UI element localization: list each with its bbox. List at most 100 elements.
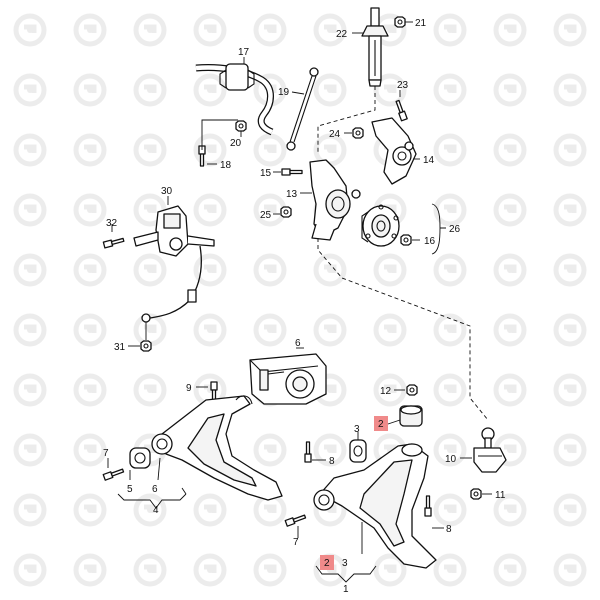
gear-wrench-icon [496,196,524,224]
bolt-16 [400,234,412,246]
callout-6a: 6 [152,484,158,495]
gear-wrench-icon [136,16,164,44]
gear-wrench-icon [136,556,164,584]
gear-wrench-icon [256,436,284,464]
gear-wrench-icon [256,256,284,284]
gear-wrench-icon [556,16,584,44]
gear-wrench-icon [76,76,104,104]
gear-wrench-icon [436,16,464,44]
callout-2b: 2 [324,558,330,569]
nut-20 [235,120,247,132]
bushing-bracket-6 [249,353,327,405]
gear-wrench-icon [256,316,284,344]
callout-14: 14 [423,155,435,166]
callout-22: 22 [336,29,348,40]
link-rod-19 [286,67,319,151]
strut-22 [361,7,389,87]
callout-30: 30 [161,186,173,197]
nut-12 [406,384,418,396]
wheel-hub-26 [361,204,400,247]
bushing-2-upper [399,405,423,427]
gear-wrench-icon [436,376,464,404]
nut-25 [280,206,292,218]
gear-wrench-icon [436,556,464,584]
bolt-8b [424,495,432,517]
callout-23: 23 [397,80,409,91]
gear-wrench-icon [76,256,104,284]
gear-wrench-icon [556,556,584,584]
nut-11 [470,488,482,500]
callout-19: 19 [278,87,290,98]
gear-wrench-icon [256,136,284,164]
gear-wrench-icon [556,496,584,524]
gear-wrench-icon [316,256,344,284]
gear-wrench-icon [556,376,584,404]
gear-wrench-icon [76,436,104,464]
callout-2a: 2 [378,419,384,430]
gear-wrench-icon [76,196,104,224]
gear-wrench-icon [16,436,44,464]
callout-4: 4 [153,505,159,516]
callout-15: 15 [260,168,272,179]
callout-11: 11 [495,490,506,501]
gear-wrench-icon [16,256,44,284]
callout-3b: 3 [342,558,348,569]
gear-wrench-icon [76,376,104,404]
callout-10: 10 [445,454,457,465]
gear-wrench-icon [496,316,524,344]
gear-wrench-icon [16,196,44,224]
gear-wrench-icon [436,256,464,284]
bolt-7a [102,467,125,481]
gear-wrench-icon [496,16,524,44]
bolt-32 [102,236,125,249]
gear-wrench-icon [196,556,224,584]
callout-25: 25 [260,210,272,221]
gear-wrench-icon [436,316,464,344]
callout-3a: 3 [354,424,360,435]
gear-wrench-icon [496,76,524,104]
callout-31: 31 [114,342,126,353]
callout-16: 16 [424,236,436,247]
gear-wrench-icon [556,136,584,164]
callout-7a: 7 [103,448,109,459]
control-arm-1 [313,443,437,569]
callout-8a: 8 [329,456,335,467]
gear-wrench-icon [136,136,164,164]
control-arm-4 [151,395,283,501]
gear-wrench-icon [136,256,164,284]
gear-wrench-icon [136,376,164,404]
gear-wrench-icon [496,256,524,284]
gear-wrench-icon [556,256,584,284]
gear-wrench-icon [196,16,224,44]
gear-wrench-icon [196,496,224,524]
nut-24 [352,127,364,139]
gear-wrench-icon [16,136,44,164]
callout-26: 26 [449,224,461,235]
gear-wrench-icon [556,436,584,464]
level-sensor-30 [133,205,215,323]
gear-wrench-icon [196,196,224,224]
callout-8b: 8 [446,524,452,535]
gear-wrench-icon [76,316,104,344]
gear-wrench-icon [76,16,104,44]
gear-wrench-icon [376,256,404,284]
wheel-bearing-housing-13 [309,159,361,241]
callout-32: 32 [106,218,118,229]
gear-wrench-icon [16,496,44,524]
gear-wrench-icon [436,496,464,524]
callout-17: 17 [238,47,250,58]
stabilizer-bar-17 [195,63,274,136]
callout-9: 9 [186,383,192,394]
gear-wrench-icon [16,76,44,104]
gear-wrench-icon [496,136,524,164]
highlight-2-lower [320,555,334,570]
gear-wrench-icon [196,316,224,344]
nut-21 [394,16,406,28]
steering-knuckle-14 [371,117,417,185]
callout-7b: 7 [293,537,299,548]
gear-wrench-icon [496,556,524,584]
callout-13: 13 [286,189,298,200]
gear-wrench-icon [376,316,404,344]
callout-5: 5 [127,484,133,495]
